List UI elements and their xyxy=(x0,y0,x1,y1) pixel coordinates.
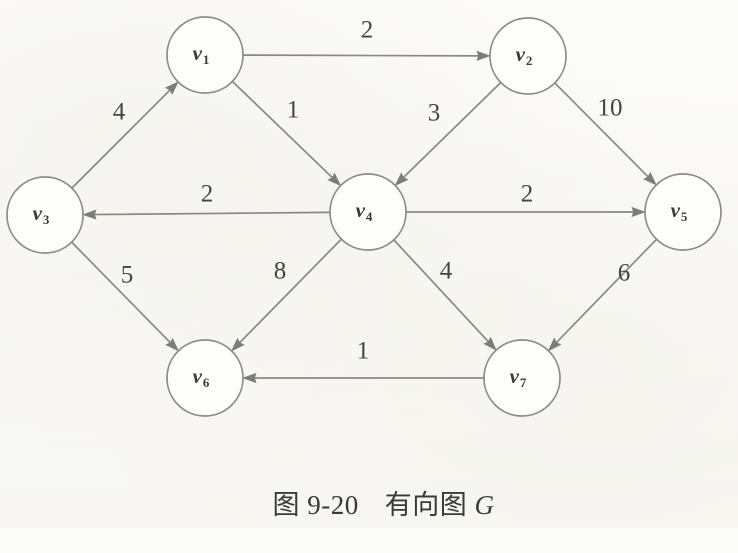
graph-node-v4[interactable]: v4 xyxy=(329,173,407,251)
graph-node-v1[interactable]: v1 xyxy=(166,16,244,94)
edge-weight-v2-v5: 10 xyxy=(598,95,623,122)
edge-weight-v4-v5: 2 xyxy=(521,181,534,208)
graph-edge-v5-v7: 6 xyxy=(547,238,658,352)
arrow-head-icon xyxy=(82,209,97,220)
caption-symbol: G xyxy=(474,490,495,520)
edge-weight-v7-v6: 1 xyxy=(357,338,370,365)
edge-weight-v4-v6: 8 xyxy=(274,258,287,285)
arrow-head-icon xyxy=(230,337,245,352)
directed-graph-canvas: 2 1 4 3 10 2 2 5 8 4 6 1 v1 v2 v3 v4 v5 v6 v7 xyxy=(6,16,722,417)
caption-text: 有向图 xyxy=(384,490,468,520)
edge-weight-v1-v2: 2 xyxy=(361,17,374,44)
graph-edge-v4-v7: 4 xyxy=(392,239,497,351)
arrow-head-icon xyxy=(242,372,257,384)
edge-weight-v3-v1: 4 xyxy=(113,99,126,126)
graph-edge-v3-v1: 4 xyxy=(71,81,179,189)
graph-node-v6[interactable]: v6 xyxy=(166,339,244,417)
arrow-head-icon xyxy=(394,172,409,187)
graph-node-v2[interactable]: v2 xyxy=(489,17,567,95)
arrow-head-icon xyxy=(483,336,497,351)
graph-edge-v1-v2: 2 xyxy=(242,17,491,61)
edge-weight-v3-v6: 5 xyxy=(121,262,134,289)
edge-weight-v1-v4: 1 xyxy=(287,97,300,124)
graph-node-v7[interactable]: v7 xyxy=(483,339,561,417)
arrow-head-icon xyxy=(643,171,657,186)
graph-edge-v3-v6: 5 xyxy=(70,241,180,352)
edge-weight-v2-v4: 3 xyxy=(428,100,441,127)
graph-edge-v1-v4: 1 xyxy=(231,80,342,187)
edge-weight-v4-v7: 4 xyxy=(440,258,453,285)
graph-edge-v2-v5: 10 xyxy=(553,82,657,186)
graph-edge-v2-v4: 3 xyxy=(394,81,502,187)
graph-edge-v4-v6: 8 xyxy=(230,238,343,352)
graph-node-v3[interactable]: v3 xyxy=(6,176,84,254)
graph-node-v5[interactable]: v5 xyxy=(644,173,722,251)
figure-page: 2 1 4 3 10 2 2 5 8 4 6 1 v1 v2 v3 v4 v5 v6 v7 图 9-20 有向图 G xyxy=(0,0,738,528)
graph-edge-v7-v6: 1 xyxy=(242,338,485,384)
arrow-head-icon xyxy=(631,206,646,218)
graph-edge-v4-v5: 2 xyxy=(405,181,646,218)
node-layer: v1 v2 v3 v4 v5 v6 v7 xyxy=(6,16,722,417)
arrow-head-icon xyxy=(547,337,562,352)
arrow-head-icon xyxy=(327,172,342,187)
graph-edge-v4-v3: 2 xyxy=(82,181,331,220)
caption-number: 图 9-20 xyxy=(272,490,359,520)
edge-weight-v4-v3: 2 xyxy=(201,181,214,208)
arrow-head-icon xyxy=(165,337,180,352)
edge-layer: 2 1 4 3 10 2 2 5 8 4 6 1 xyxy=(70,17,658,384)
figure-caption: 图 9-20 有向图 G xyxy=(0,452,738,553)
edge-weight-v5-v7: 6 xyxy=(618,260,631,287)
arrow-head-icon xyxy=(165,81,179,95)
arrow-head-icon xyxy=(476,50,491,61)
